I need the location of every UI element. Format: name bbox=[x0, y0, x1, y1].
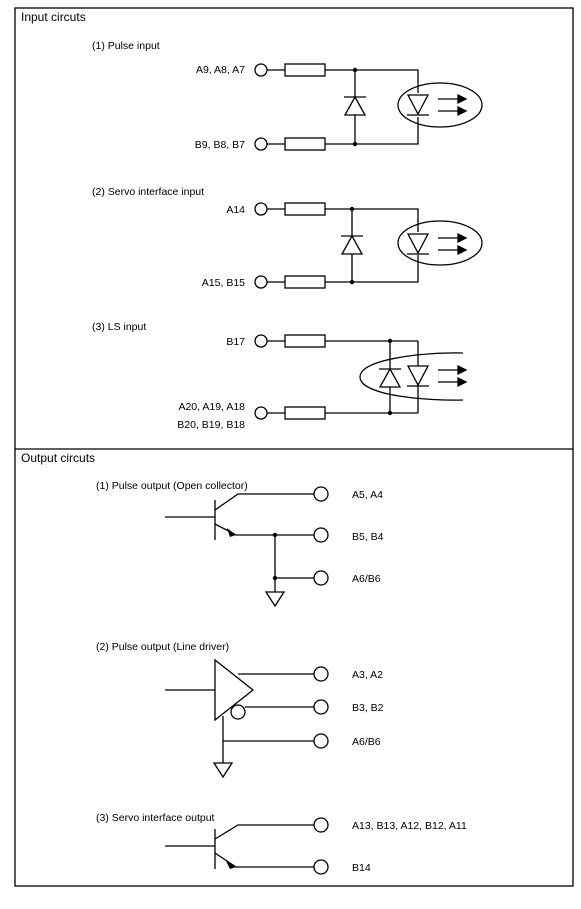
pulse-input-circuit: (1) Pulse input A9, A8, A7 B9, B8, B7 bbox=[92, 40, 483, 151]
pulse-input-pin-bottom: B9, B8, B7 bbox=[195, 139, 245, 151]
terminal-circle bbox=[313, 666, 329, 682]
terminal-circle bbox=[313, 699, 329, 715]
resistor bbox=[284, 137, 326, 151]
inverted-output-bubble bbox=[230, 704, 246, 720]
ground-icon bbox=[264, 591, 286, 608]
ls-input-pin-top: B17 bbox=[226, 336, 245, 348]
servo-interface-output-circuit: (3) Servo interface output A13, B13, A12… bbox=[96, 812, 467, 875]
ls-input-pin-bottom-2: B20, B19, B18 bbox=[177, 419, 245, 431]
output-section-title: Output circuts bbox=[21, 451, 95, 465]
servo-output-title: (3) Servo interface output bbox=[96, 812, 215, 824]
terminal-circle bbox=[254, 202, 268, 216]
servo-input-title: (2) Servo interface input bbox=[92, 186, 204, 198]
open-collector-pin-3: A6/B6 bbox=[352, 573, 381, 585]
servo-input-pin-bottom: A15, B15 bbox=[202, 277, 245, 289]
led bbox=[406, 365, 430, 387]
led bbox=[406, 94, 430, 116]
open-collector-title: (1) Pulse output (Open collector) bbox=[96, 480, 248, 492]
frame bbox=[14, 7, 574, 887]
line-driver-output-circuit: (2) Pulse output (Line driver) A3, A2 B3… bbox=[96, 641, 384, 779]
photocoupler-outline bbox=[397, 82, 483, 128]
terminal-circle bbox=[254, 63, 268, 77]
terminal-circle bbox=[313, 570, 329, 586]
terminal-circle bbox=[254, 406, 268, 420]
terminal-circle bbox=[313, 859, 329, 875]
terminal-circle bbox=[254, 137, 268, 151]
terminal-circle bbox=[254, 334, 268, 348]
terminal-circle bbox=[313, 527, 329, 543]
terminal-circle bbox=[313, 733, 329, 749]
resistor bbox=[284, 202, 326, 216]
line-driver-buffer bbox=[214, 658, 255, 722]
line-driver-pin-1: A3, A2 bbox=[352, 669, 383, 681]
line-driver-pin-3: A6/B6 bbox=[352, 736, 381, 748]
servo-output-pin-1: A13, B13, A12, B12, A11 bbox=[352, 820, 467, 832]
open-collector-output-circuit: (1) Pulse output (Open collector) A5, A4… bbox=[96, 480, 384, 608]
resistor bbox=[284, 275, 326, 289]
resistor bbox=[284, 406, 326, 420]
protection-diode bbox=[340, 234, 364, 255]
terminal-circle bbox=[313, 486, 329, 502]
line-driver-title: (2) Pulse output (Line driver) bbox=[96, 641, 229, 653]
open-collector-pin-1: A5, A4 bbox=[352, 489, 383, 501]
terminal-circle bbox=[254, 275, 268, 289]
pulse-input-title: (1) Pulse input bbox=[92, 40, 160, 52]
reverse-led bbox=[378, 367, 402, 388]
servo-input-pin-top: A14 bbox=[226, 204, 245, 216]
servo-interface-input-circuit: (2) Servo interface input A14 A15, B15 bbox=[92, 186, 483, 289]
ls-input-circuit: (3) LS input B17 A20, A19, A18 B20, B19,… bbox=[92, 321, 468, 431]
protection-diode bbox=[343, 95, 367, 116]
ls-input-title: (3) LS input bbox=[92, 321, 146, 333]
ground-icon bbox=[212, 762, 234, 779]
open-collector-pin-2: B5, B4 bbox=[352, 531, 384, 543]
pulse-input-pin-top: A9, A8, A7 bbox=[196, 64, 245, 76]
ls-input-pin-bottom-1: A20, A19, A18 bbox=[178, 401, 245, 413]
input-section-title: Input circuts bbox=[21, 10, 86, 24]
terminal-circle bbox=[313, 817, 329, 833]
resistor bbox=[284, 334, 326, 348]
photocoupler-outline bbox=[397, 220, 483, 266]
led bbox=[406, 233, 430, 255]
resistor bbox=[284, 63, 326, 77]
photocoupler-outline bbox=[359, 352, 464, 401]
servo-output-pin-2: B14 bbox=[352, 862, 371, 874]
line-driver-pin-2: B3, B2 bbox=[352, 702, 384, 714]
